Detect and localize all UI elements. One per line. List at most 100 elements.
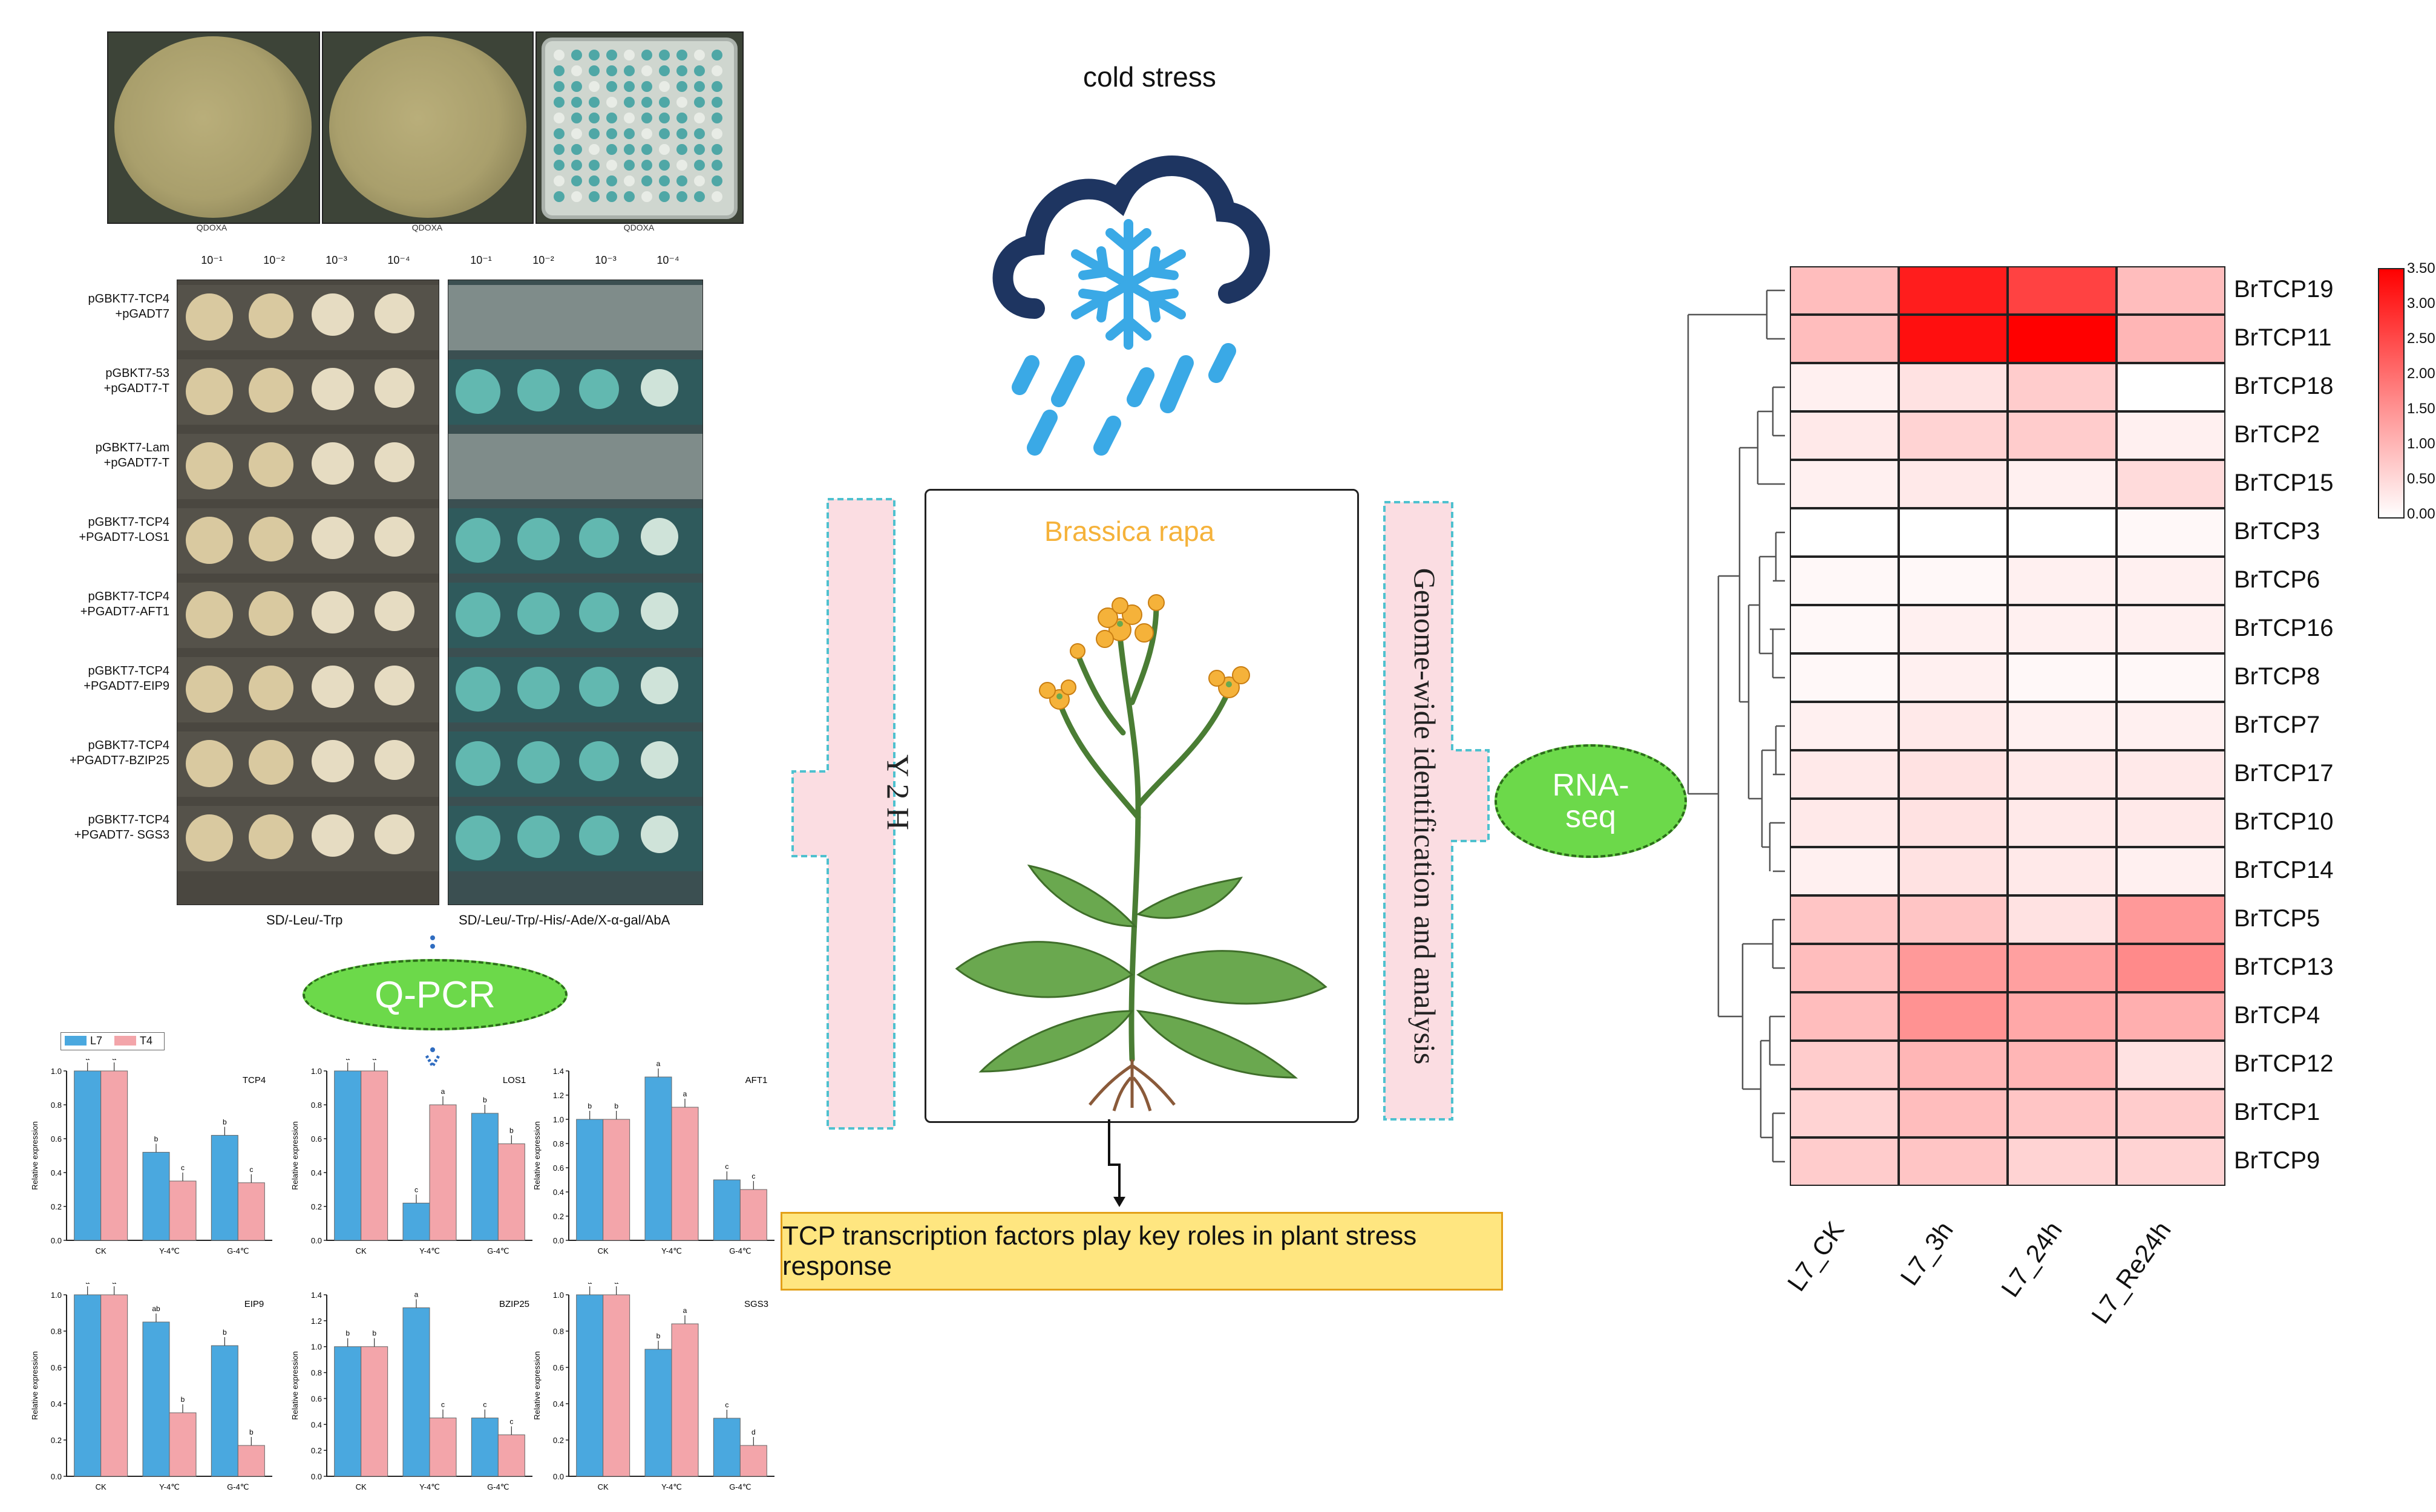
colony-spot <box>641 191 652 202</box>
significance-letter: a <box>656 1059 661 1068</box>
heatmap-cell <box>1899 557 2008 605</box>
y-tick-label: 0.8 <box>553 1327 564 1336</box>
y-tick-label: 0.4 <box>311 1168 322 1177</box>
heatmap-cell <box>2117 944 2225 992</box>
colony-spot <box>712 81 722 92</box>
heatmap-cell <box>2117 508 2225 557</box>
colony-spot <box>676 191 687 202</box>
dilution-label: 10⁻⁴ <box>387 254 410 266</box>
dilution-label: 10⁻³ <box>595 254 617 266</box>
yeast-spot <box>312 666 354 708</box>
heatmap-cell <box>1899 1089 2008 1137</box>
y-tick-label: 1.0 <box>553 1291 564 1300</box>
bar-t4 <box>739 1189 767 1241</box>
y-tick-label: 0.2 <box>311 1446 322 1455</box>
yeast-spot <box>375 814 414 854</box>
y-tick-label: 1.0 <box>311 1067 322 1076</box>
y-tick-label: 0.6 <box>51 1363 62 1372</box>
colony-spot <box>589 191 600 202</box>
heatmap-cell <box>1790 1089 1899 1137</box>
category-label: Y-4℃ <box>159 1246 180 1255</box>
strain-bait: pGBKT7-TCP4 <box>88 590 169 603</box>
heatmap-cell <box>2117 1089 2225 1137</box>
y-tick-label: 1.4 <box>553 1067 564 1076</box>
colony-spot <box>554 128 565 139</box>
significance-letter: c <box>509 1417 513 1425</box>
heatmap-row-label: BrTCP4 <box>2234 1002 2320 1029</box>
heatmap-cell <box>1790 266 1899 315</box>
y-tick-label: 0.0 <box>553 1236 564 1245</box>
category-label: G-4℃ <box>487 1482 509 1491</box>
significance-letter: d <box>751 1428 756 1436</box>
colony-spot <box>554 65 565 76</box>
colony-spot <box>606 113 617 123</box>
colony-spot <box>571 160 582 171</box>
yeast-spot <box>517 816 560 858</box>
strain-label: pGBKT7-TCP4+PGADT7-EIP9 <box>48 664 169 694</box>
yeast-spot <box>375 591 414 631</box>
brassica-rapa-box: Brassica rapa <box>925 489 1359 1123</box>
heatmap-column-label: L7_3h <box>1894 1216 1959 1291</box>
colorbar <box>2378 268 2405 519</box>
category-label: Y-4℃ <box>661 1482 682 1491</box>
conclusion-box: TCP transcription factors play key roles… <box>781 1212 1503 1291</box>
yeast-spot <box>312 517 354 559</box>
y-tick-label: 1.0 <box>311 1343 322 1352</box>
colony-spot <box>571 175 582 186</box>
heatmap-cell <box>1790 411 1899 460</box>
heatmap-cell <box>1790 508 1899 557</box>
heatmap-row-label: BrTCP7 <box>2234 712 2320 738</box>
colorbar-tick-label: 0.00 <box>2407 506 2435 522</box>
heatmap-cell <box>1899 750 2008 799</box>
category-label: Y-4℃ <box>661 1246 682 1255</box>
selective-medium-panel <box>448 280 703 905</box>
colony-spot <box>571 128 582 139</box>
colony-spot <box>624 175 635 186</box>
heatmap-cell <box>1790 1041 1899 1089</box>
colony-spot <box>606 144 617 155</box>
strain-label: pGBKT7-TCP4+PGADT7-LOS1 <box>48 515 169 545</box>
category-label: G-4℃ <box>487 1246 509 1255</box>
bar-t4 <box>361 1346 388 1477</box>
strain-bait: pGBKT7-TCP4 <box>88 515 169 529</box>
bar-t4 <box>100 1294 128 1477</box>
significance-letter: a <box>85 1059 90 1062</box>
y-tick-label: 0.2 <box>553 1436 564 1445</box>
heatmap-row-label: BrTCP9 <box>2234 1147 2320 1174</box>
significance-letter: ab <box>152 1304 160 1313</box>
colony-spot <box>694 160 705 171</box>
heatmap-cell <box>2117 895 2225 944</box>
colony-spot <box>554 97 565 108</box>
yeast-spot <box>312 814 354 857</box>
yeast-spot <box>641 592 678 630</box>
bar-l7 <box>211 1134 238 1241</box>
category-label: CK <box>598 1246 609 1255</box>
dilution-label: 10⁻¹ <box>201 254 223 266</box>
petri-dish <box>329 36 526 218</box>
colony-spot <box>712 175 722 186</box>
heatmap-cell <box>2008 992 2117 1041</box>
colony-spot <box>659 50 670 61</box>
significance-letter: b <box>509 1126 514 1134</box>
heatmap-cell <box>2117 1137 2225 1186</box>
colony-spot <box>554 175 565 186</box>
heatmap-row-label: BrTCP11 <box>2234 324 2332 351</box>
colony-spot <box>694 81 705 92</box>
cold-stress-label: cold stress <box>1083 61 1216 93</box>
legend-label-t4: T4 <box>140 1035 153 1047</box>
colony-spot <box>676 50 687 61</box>
yeast-spot <box>641 667 678 704</box>
strain-bait: pGBKT7-Lam <box>95 441 169 454</box>
bar-l7 <box>402 1307 430 1477</box>
colony-spot <box>641 160 652 171</box>
colony-spot <box>624 128 635 139</box>
colony-spot <box>624 81 635 92</box>
bar-t4 <box>739 1445 767 1477</box>
colony-spot <box>659 81 670 92</box>
y-axis-label: Relative expression <box>30 1351 39 1419</box>
cold-snow-cloud-icon <box>992 155 1270 456</box>
heatmap-cell <box>1899 702 2008 750</box>
strain-label: pGBKT7-Lam+pGADT7-T <box>48 440 169 471</box>
strain-label: pGBKT7-53+pGADT7-T <box>48 366 169 396</box>
heatmap-cell <box>1899 895 2008 944</box>
